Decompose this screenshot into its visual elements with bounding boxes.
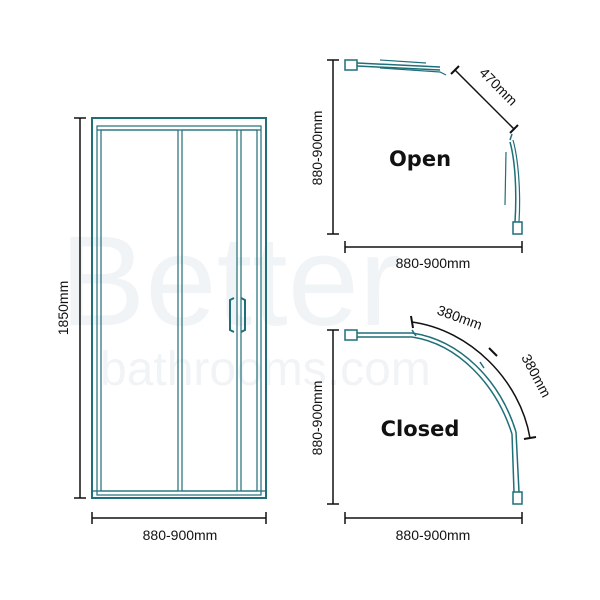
open-bottom-label: 880-900mm: [396, 255, 471, 271]
door-handle-left: [229, 297, 235, 333]
open-side-label: 880-900mm: [309, 111, 325, 186]
closed-bottom-label: 880-900mm: [396, 527, 471, 543]
closed-side-label: 880-900mm: [309, 381, 325, 456]
curved-door-outer: [357, 332, 517, 433]
open-state-label: Open: [389, 147, 451, 171]
height-label: 1850mm: [55, 281, 71, 335]
closed-bottom-dimension: 880-900mm: [344, 512, 523, 543]
curved-door-inner: [357, 336, 513, 435]
svg-text:Better: Better: [60, 210, 402, 353]
arc-label-2: 380mm: [518, 351, 554, 400]
door-handle-right: [240, 297, 246, 333]
open-side-dimension: 880-900mm: [309, 59, 339, 235]
enclosure-inner-frame: [96, 125, 262, 496]
opening-dimension: 470mm: [450, 64, 521, 134]
front-elevation: 1850mm 880-900mm: [55, 117, 267, 543]
fixed-panel-left: [100, 129, 179, 492]
closed-state-label: Closed: [381, 417, 460, 441]
width-dimension: 880-900mm: [91, 512, 267, 543]
sliding-door-panel: [181, 129, 238, 492]
closed-wall-bracket-top: [344, 329, 358, 341]
wall-bracket-right: [512, 221, 523, 235]
height-dimension: 1850mm: [55, 117, 86, 499]
wall-bracket-top: [344, 59, 358, 71]
closed-wall-bracket-right: [512, 491, 523, 505]
closed-side-dimension: 880-900mm: [309, 329, 339, 505]
open-bottom-dimension: 880-900mm: [344, 241, 523, 271]
opening-label: 470mm: [476, 64, 520, 108]
enclosure-frame: [91, 117, 267, 499]
fixed-panel-right: [240, 129, 258, 492]
closed-plan-view: 380mm 380mm 880-900mm 880-900mm Closed: [309, 302, 554, 543]
width-label: 880-900mm: [143, 527, 218, 543]
arc-label-1: 380mm: [435, 302, 484, 333]
